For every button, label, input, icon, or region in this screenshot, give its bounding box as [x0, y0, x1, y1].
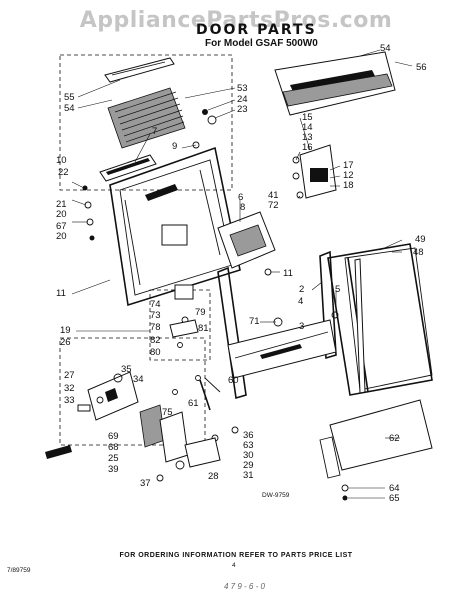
- callout-c4: 4: [298, 296, 304, 307]
- callout-c65: 65: [389, 493, 400, 504]
- callout-c12: 12: [343, 170, 354, 181]
- callout-c60: 60: [228, 375, 239, 386]
- drawing-code: DW-9759: [262, 492, 290, 499]
- callout-c37: 37: [140, 478, 151, 489]
- callout-c22: 22: [58, 167, 69, 178]
- callout-c11b: 11: [56, 288, 66, 299]
- callout-c16: 16: [302, 142, 313, 153]
- callout-c25: 25: [108, 453, 119, 464]
- callout-c18: 18: [343, 180, 354, 191]
- handle-grip-part: [99, 154, 157, 182]
- page-number: 4: [232, 562, 236, 569]
- spring-link-part: [172, 375, 221, 411]
- handwritten-note: 4 7 9 - 6 - 0: [224, 582, 265, 591]
- callout-c6: 6: [238, 192, 244, 203]
- callout-c8: 8: [240, 202, 246, 213]
- hinge-bracket-part: [175, 426, 239, 470]
- callout-c11a: 11: [283, 268, 293, 279]
- callout-c28: 28: [208, 471, 219, 482]
- callout-c55: 55: [64, 92, 75, 103]
- page-title: DOOR PARTS: [196, 22, 317, 38]
- leader-lines: [71, 49, 413, 499]
- callout-c80: 80: [150, 347, 161, 358]
- callout-c81: 81: [198, 323, 209, 334]
- callout-c73: 73: [150, 310, 161, 321]
- ordering-note: FOR ORDERING INFORMATION REFER TO PARTS …: [119, 552, 353, 559]
- callout-c54b: 54: [64, 103, 75, 114]
- callout-c39: 39: [108, 464, 119, 475]
- callout-c10: 10: [56, 155, 67, 166]
- latch-assembly-part: [292, 144, 337, 199]
- callout-c61: 61: [188, 398, 199, 409]
- callout-c62: 62: [389, 433, 400, 444]
- callout-c19: 19: [60, 325, 71, 336]
- callout-c24: 24: [237, 94, 248, 105]
- callout-c53: 53: [237, 83, 248, 94]
- callout-c63: 63: [243, 440, 254, 451]
- callout-c30: 30: [243, 450, 254, 461]
- callout-c71: 71: [249, 316, 260, 327]
- callout-c56: 56: [416, 62, 427, 73]
- dispenser-group-box: [149, 289, 211, 361]
- callout-c9: 9: [172, 141, 178, 152]
- callout-c72: 72: [268, 200, 279, 211]
- callout-c34: 34: [133, 374, 144, 385]
- callout-c15: 15: [302, 112, 313, 123]
- callout-c29: 29: [243, 460, 254, 471]
- corner-code: 7/89759: [7, 567, 31, 574]
- callout-c74: 74: [150, 299, 161, 310]
- callout-c68: 68: [108, 442, 119, 453]
- callout-c69: 69: [108, 431, 119, 442]
- callout-c49: 49: [415, 234, 426, 245]
- callout-c64: 64: [389, 483, 400, 494]
- vent-bar-part: [104, 57, 175, 83]
- top-trim-part: [274, 51, 396, 116]
- callout-c48: 48: [413, 247, 424, 258]
- callout-c75: 75: [162, 407, 173, 418]
- callout-c27: 27: [64, 370, 75, 381]
- callout-c67: 67: [56, 221, 67, 232]
- model-subtitle: For Model GSAF 500W0: [205, 38, 318, 49]
- callout-c35: 35: [121, 364, 132, 375]
- callout-c26: 26: [60, 337, 71, 348]
- callout-c20b: 20: [56, 231, 67, 242]
- callout-c31: 31: [243, 470, 254, 481]
- toe-panel-part: [319, 399, 433, 479]
- vent-grille-part: [107, 87, 186, 149]
- callout-c17: 17: [343, 160, 354, 171]
- callout-c20a: 20: [56, 209, 67, 220]
- callout-c21: 21: [56, 199, 67, 210]
- callout-c7: 7: [152, 126, 158, 137]
- hinge-arm-part: [217, 250, 337, 400]
- callout-c33: 33: [64, 395, 75, 406]
- rinse-aid-part: [169, 284, 199, 348]
- callout-c3: 3: [299, 321, 305, 332]
- callout-c79: 79: [195, 307, 206, 318]
- callout-c13: 13: [302, 132, 313, 143]
- callout-c23: 23: [237, 104, 248, 115]
- callout-c14: 14: [302, 122, 313, 133]
- hardware-screws: [82, 109, 349, 501]
- callout-c82: 82: [150, 335, 161, 346]
- watermark: AppliancePartsPros.com: [79, 8, 393, 33]
- callout-c54a: 54: [380, 43, 391, 54]
- callout-c5: 5: [335, 284, 341, 295]
- callout-c41: 41: [268, 190, 279, 201]
- detergent-dispenser-part: [217, 211, 276, 269]
- callout-c32: 32: [64, 383, 75, 394]
- door-latch-part: [77, 371, 139, 421]
- callout-c36: 36: [243, 430, 254, 441]
- callout-c78: 78: [150, 322, 161, 333]
- outer-door-panel: [327, 243, 433, 396]
- vent-group-box: [59, 54, 233, 191]
- callout-c2: 2: [299, 284, 305, 295]
